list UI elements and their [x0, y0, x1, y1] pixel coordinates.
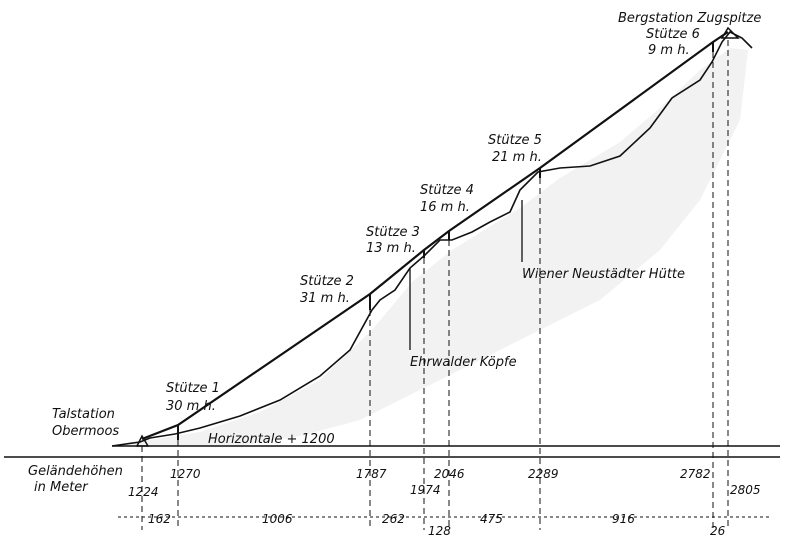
- terrain-profile: [111, 30, 753, 447]
- axis-title-1: Geländehöhen: [28, 464, 123, 479]
- elev-2782: 2782: [680, 467, 711, 481]
- span-128: 128: [428, 524, 451, 536]
- elev-1787: 1787: [356, 467, 387, 481]
- elev-2046: 2046: [434, 467, 465, 481]
- support-3-height: 13 m h.: [366, 241, 416, 256]
- horizontal-label: Horizontale + 1200: [208, 432, 335, 447]
- support-6-height: 9 m h.: [648, 43, 690, 58]
- summit-station-icon: [720, 26, 740, 39]
- support-5-height: 21 m h.: [492, 150, 542, 165]
- valley-station-label-2: Obermoos: [52, 424, 119, 439]
- support-1-name: Stütze 1: [166, 381, 220, 396]
- ehrwald-label: Ehrwalder Köpfe: [410, 355, 517, 370]
- span-262: 262: [382, 512, 405, 526]
- valley-station-label-1: Talstation: [52, 407, 115, 422]
- span-26: 26: [710, 524, 726, 536]
- span-475: 475: [480, 512, 503, 526]
- elev-2289: 2289: [528, 467, 559, 481]
- support-2-height: 31 m h.: [300, 291, 350, 306]
- summit-station-label: Bergstation Zugspitze: [618, 11, 761, 26]
- span-916: 916: [612, 512, 635, 526]
- support-4-height: 16 m h.: [420, 200, 470, 215]
- cable-line: [141, 31, 729, 441]
- terrain-hatch: [118, 48, 748, 446]
- support-3-name: Stütze 3: [366, 225, 420, 240]
- support-4-name: Stütze 4: [420, 183, 474, 198]
- axis-title-2: in Meter: [34, 480, 89, 495]
- support-1-height: 30 m h.: [166, 399, 216, 414]
- support-2-name: Stütze 2: [300, 274, 354, 289]
- support-6-name: Stütze 6: [646, 27, 700, 42]
- span-162: 162: [148, 512, 171, 526]
- elev-1974: 1974: [410, 483, 441, 497]
- elev-2805: 2805: [730, 483, 761, 497]
- elev-1270: 1270: [170, 467, 201, 481]
- support-5-name: Stütze 5: [488, 133, 542, 148]
- wiener-label: Wiener Neustädter Hütte: [522, 267, 685, 282]
- elev-1224: 1224: [128, 485, 159, 499]
- span-1006: 1006: [262, 512, 293, 526]
